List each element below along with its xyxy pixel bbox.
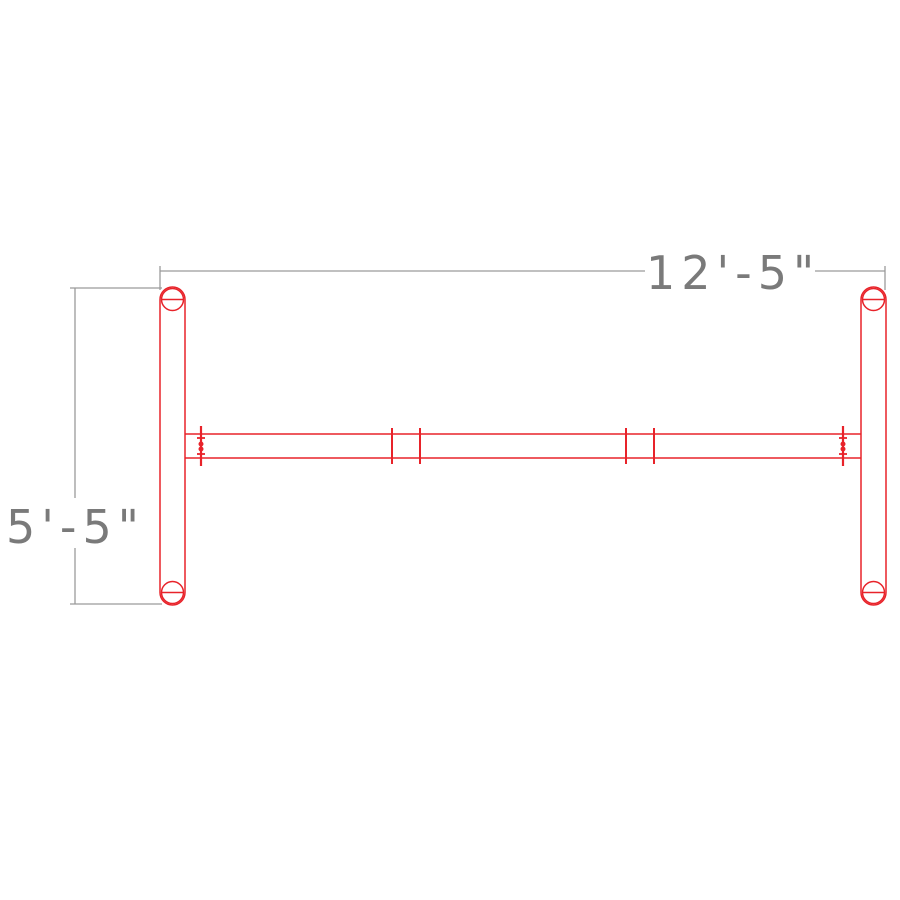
right-end-support: [860, 286, 887, 606]
left-connector-bolt-top: [198, 441, 204, 447]
left-end-support: [159, 286, 186, 606]
right-connector-bolt-top: [840, 441, 846, 447]
left-end-rail: [159, 286, 186, 606]
width-dimension: [159, 266, 886, 290]
right-beam-connector: [839, 426, 847, 466]
height-dimension-label: 5'-5": [6, 500, 145, 554]
center-beam: [185, 433, 861, 459]
right-connector-bolt-bottom: [840, 446, 846, 452]
left-beam-connector: [197, 426, 205, 466]
width-dimension-label: 12'-5": [646, 246, 820, 300]
height-dimension: [70, 287, 162, 605]
right-end-rail: [860, 286, 887, 606]
beam-splice-joints: [391, 428, 655, 464]
left-connector-bolt-bottom: [198, 446, 204, 452]
